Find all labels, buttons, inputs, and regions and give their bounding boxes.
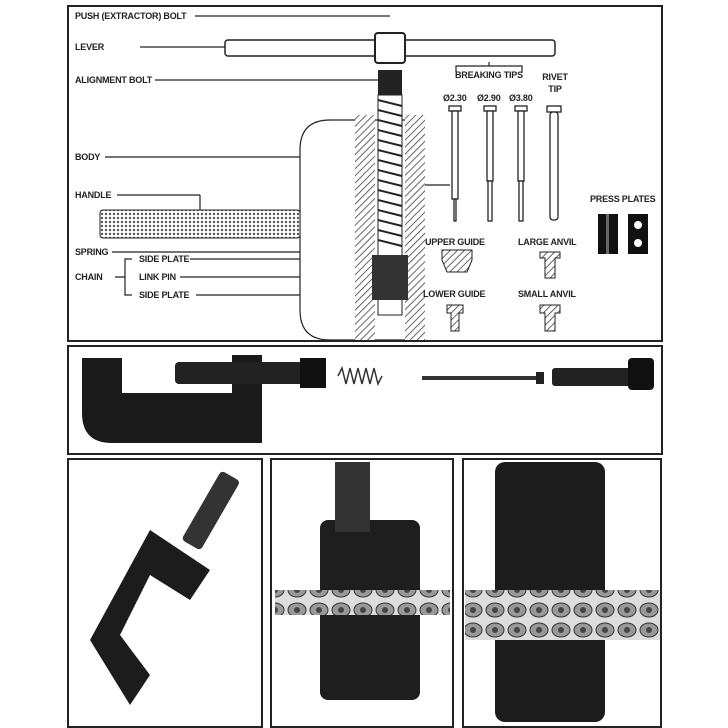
label-push-bolt: PUSH (EXTRACTOR) BOLT	[75, 11, 187, 21]
tool-parts-photo	[82, 355, 654, 443]
label-tip-3: Ø3.80	[509, 93, 533, 103]
label-large-anvil: LARGE ANVIL	[518, 237, 577, 247]
photo-2-tool	[275, 462, 450, 700]
handle-bar	[99, 209, 301, 239]
photo-1-tool	[90, 471, 239, 705]
photo-3-tool	[465, 462, 660, 722]
photo-panel-1	[67, 458, 263, 728]
label-tip-2: Ø2.90	[477, 93, 501, 103]
label-chain: CHAIN	[75, 272, 103, 282]
label-tip-1: Ø2.30	[443, 93, 467, 103]
upper-guide-icon	[441, 249, 473, 273]
label-handle: HANDLE	[75, 190, 112, 200]
label-side-plate-2: SIDE PLATE	[139, 290, 190, 300]
label-alignment-bolt: ALIGNMENT BOLT	[75, 75, 153, 85]
press-plates-icon	[598, 214, 648, 254]
label-lower-guide: LOWER GUIDE	[423, 289, 486, 299]
label-press-plates: PRESS PLATES	[590, 194, 656, 204]
label-rivet-tip: RIVET TIP	[542, 72, 568, 94]
label-link-pin: LINK PIN	[139, 272, 176, 282]
label-spring: SPRING	[75, 247, 109, 257]
small-anvil-icon	[539, 304, 561, 332]
label-body: BODY	[75, 152, 101, 162]
label-lever: LEVER	[75, 42, 105, 52]
label-side-plate-1: SIDE PLATE	[139, 254, 190, 264]
push-bolt-head	[374, 32, 406, 64]
label-small-anvil: SMALL ANVIL	[518, 289, 576, 299]
label-upper-guide: UPPER GUIDE	[425, 237, 485, 247]
breaking-tips	[448, 105, 562, 222]
lower-guide-icon	[446, 304, 464, 332]
large-anvil-icon	[539, 251, 561, 279]
label-breaking-tips: BREAKING TIPS	[455, 70, 523, 80]
